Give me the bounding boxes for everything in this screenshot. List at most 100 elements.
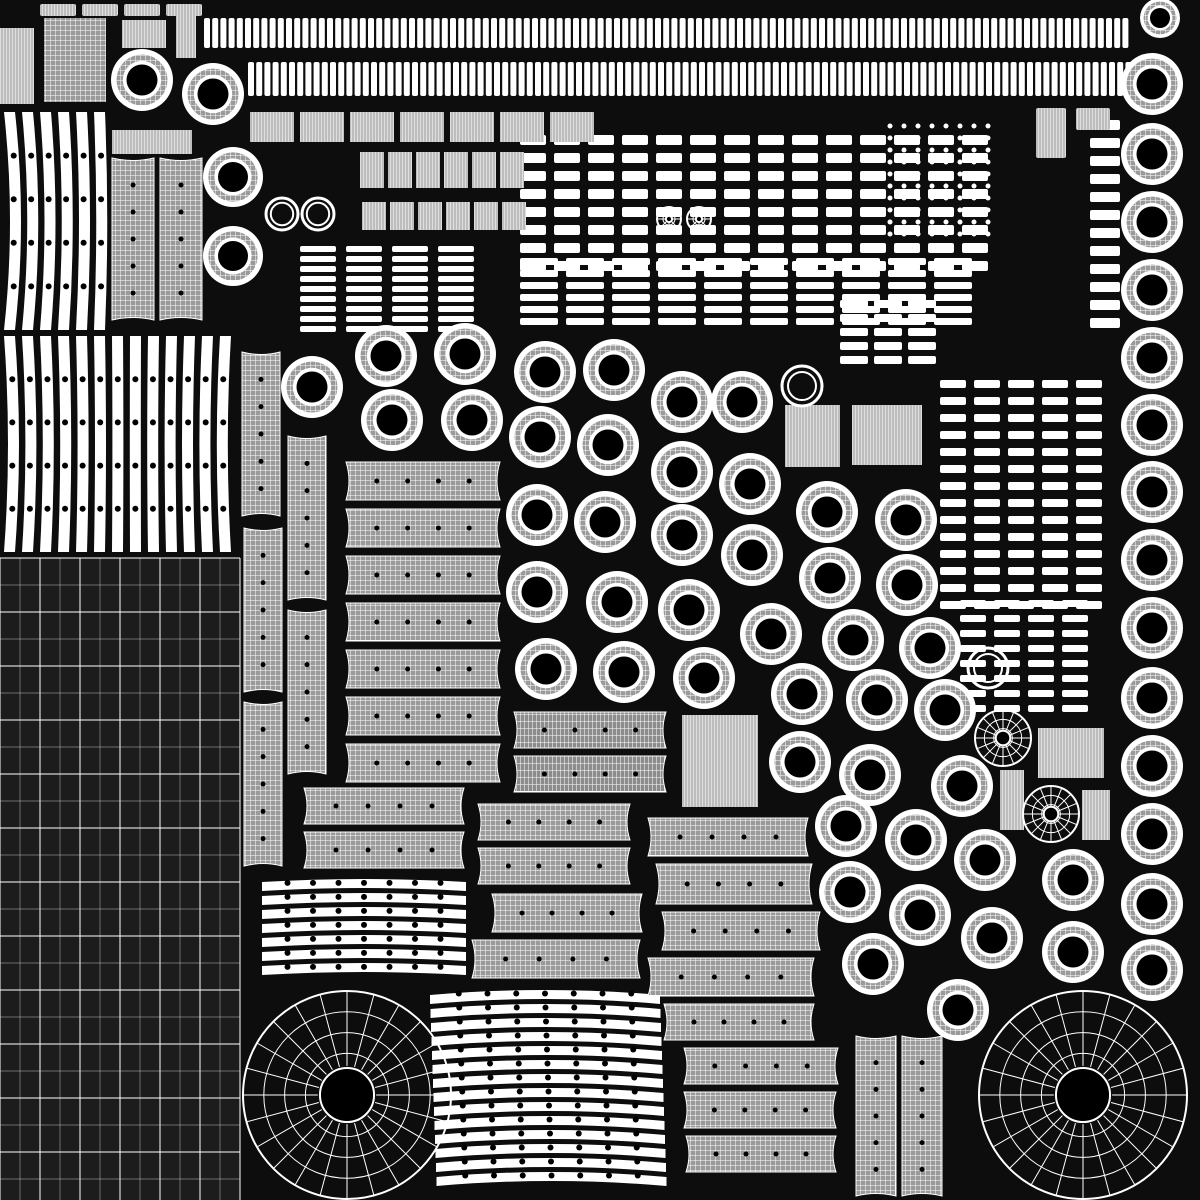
small-bar-island [614, 18, 620, 48]
curved-strip-island [22, 112, 39, 330]
small-bar-island [915, 231, 921, 237]
small-bar-island [1028, 690, 1054, 697]
ring-island [361, 389, 423, 451]
small-bar-island [929, 135, 935, 141]
ring-island [1042, 849, 1104, 911]
small-bar-island [842, 294, 880, 301]
small-bar-island [289, 62, 295, 96]
small-bar-island [554, 225, 580, 235]
rubber-pad-island [471, 939, 641, 979]
rubber-pad-island [683, 1047, 839, 1085]
small-bar-island [758, 189, 784, 199]
small-bar-island [564, 18, 571, 48]
small-bar-island [929, 183, 935, 189]
small-bar-island [957, 195, 963, 201]
small-bar-island [1008, 584, 1034, 592]
small-bar-island [1062, 615, 1088, 622]
small-bar-island [554, 189, 580, 199]
small-bar-island [745, 18, 752, 48]
small-bar-island [690, 62, 697, 96]
small-bar-island [360, 152, 384, 188]
small-bar-island [974, 448, 1000, 456]
small-bar-island [622, 207, 648, 217]
small-bar-island [758, 153, 784, 163]
small-bar-island [1076, 482, 1102, 490]
small-bar-island [769, 18, 776, 48]
small-bar-island [953, 62, 960, 96]
radial-disc-island [978, 990, 1188, 1200]
small-bar-island [830, 62, 837, 96]
rubber-pad-island [647, 957, 815, 997]
small-bar-island [887, 147, 893, 153]
small-bar-island [704, 282, 742, 289]
small-bar-island [1062, 705, 1088, 712]
small-bar-island [1090, 246, 1120, 256]
small-bar-island [453, 62, 459, 96]
small-bar-island [392, 316, 428, 322]
small-bar-island [887, 219, 893, 225]
small-bar-layer [0, 4, 1132, 840]
small-bar-island [346, 286, 382, 292]
small-bar-island [894, 135, 920, 145]
small-bar-island [901, 219, 907, 225]
small-bar-island [474, 202, 498, 230]
small-bar-island [392, 276, 428, 282]
small-bar-island [888, 258, 926, 265]
small-bar-island [420, 62, 427, 96]
small-bar-island [1081, 18, 1088, 48]
small-bar-island [792, 153, 818, 163]
small-bar-island [416, 152, 440, 188]
small-bar-island [958, 18, 965, 48]
small-bar-island [974, 380, 1000, 388]
small-bar-island [852, 405, 922, 465]
rubber-pad-island [655, 863, 813, 905]
small-bar-island [761, 18, 768, 48]
small-bar-island [974, 397, 1000, 405]
small-bar-island [466, 18, 473, 48]
small-bar-island [612, 258, 650, 265]
small-bar-island [748, 62, 755, 96]
small-bar-island [1059, 62, 1066, 96]
small-bar-island [482, 18, 489, 48]
small-bar-island [674, 62, 681, 96]
small-bar-island [874, 314, 902, 322]
small-bar-island [915, 123, 921, 129]
small-bar-island [1048, 18, 1055, 48]
small-bar-island [300, 316, 336, 322]
small-bar-island [417, 18, 424, 48]
curved-strip-island [22, 336, 37, 552]
small-bar-island [559, 62, 566, 96]
small-bar-island [277, 18, 284, 48]
small-bar-island [446, 202, 470, 230]
small-bar-island [248, 62, 254, 96]
small-bar-island [778, 18, 784, 48]
small-bar-island [942, 18, 948, 48]
small-bar-island [915, 135, 921, 141]
small-bar-island [860, 243, 886, 253]
small-bar-island [822, 62, 828, 96]
ring-island [583, 339, 645, 401]
small-bar-island [901, 135, 907, 141]
small-bar-island [403, 62, 410, 96]
small-bar-island [1002, 62, 1009, 96]
small-bar-island [781, 62, 787, 96]
small-bar-island [550, 112, 594, 142]
small-bar-island [704, 306, 742, 313]
curved-strip-island [76, 112, 90, 330]
small-bar-island [915, 219, 921, 225]
small-bar-island [256, 62, 263, 96]
small-bar-island [971, 147, 977, 153]
small-bar-island [860, 189, 886, 199]
small-bar-island [351, 18, 358, 48]
small-bar-island [991, 18, 998, 48]
small-bar-island [220, 18, 227, 48]
small-bar-island [917, 18, 924, 48]
small-bar-island [940, 465, 966, 473]
grid-block-lines [0, 557, 241, 1200]
small-bar-island [758, 171, 784, 181]
small-bar-island [750, 270, 788, 277]
small-bar-island [458, 18, 465, 48]
ring-island [931, 755, 993, 817]
small-bar-island [520, 243, 546, 253]
small-bar-island [912, 62, 919, 96]
